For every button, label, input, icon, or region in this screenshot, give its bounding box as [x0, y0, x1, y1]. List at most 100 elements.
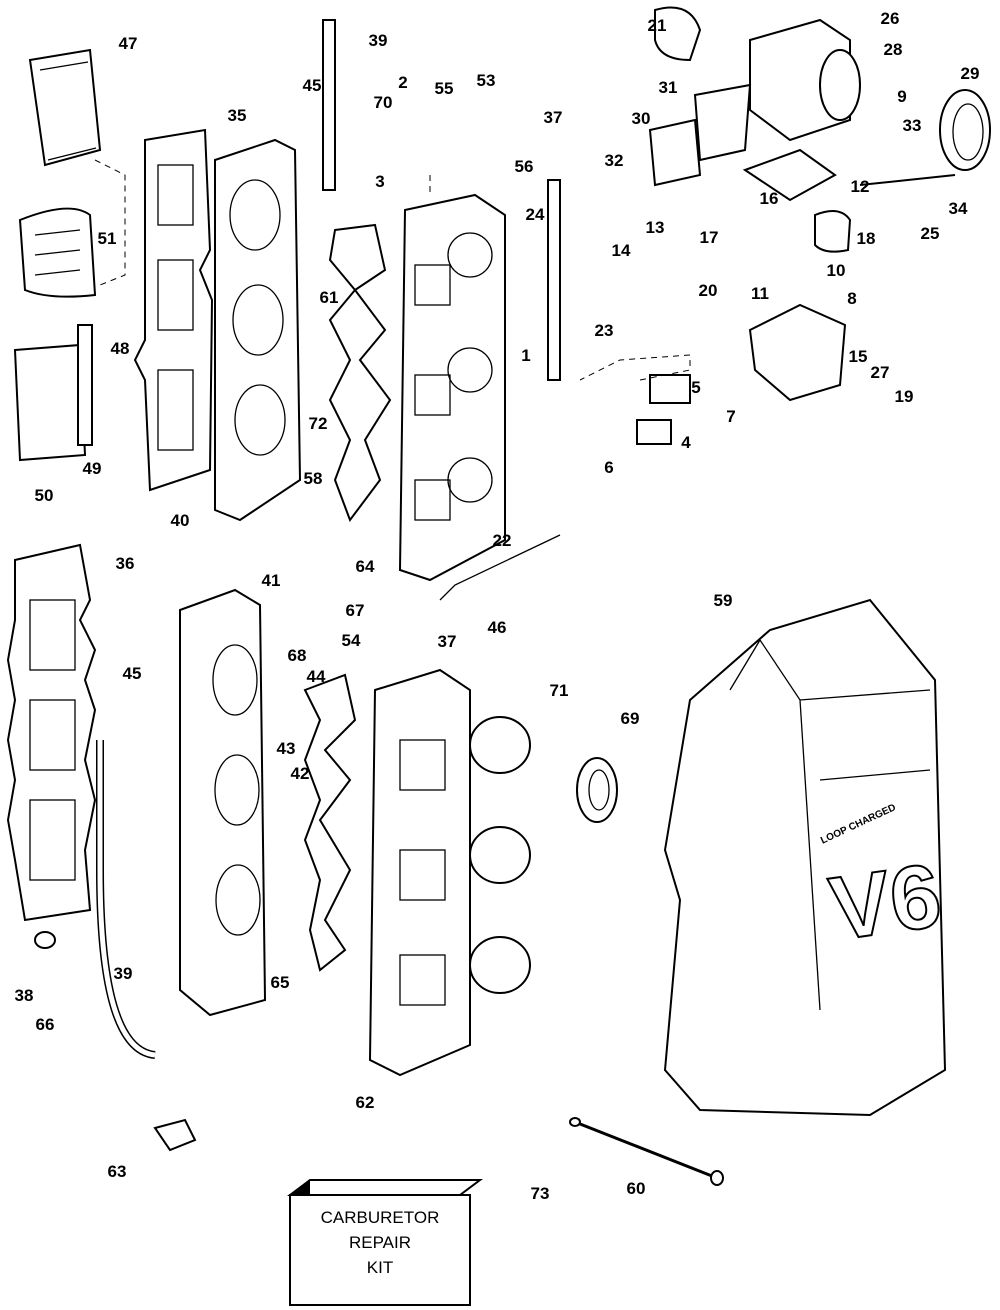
kit-label-line2: REPAIR: [349, 1233, 411, 1252]
callout-3: 3: [375, 172, 384, 191]
callout-62: 62: [356, 1093, 375, 1112]
callout-70: 70: [374, 93, 393, 112]
callout-21: 21: [648, 16, 667, 35]
callout-53: 53: [477, 71, 496, 90]
part-gasket-21: [654, 6, 702, 62]
callout-73: 73: [531, 1184, 550, 1203]
callout-37: 37: [438, 632, 457, 651]
part-float-bowl-8: [748, 303, 847, 402]
callout-15: 15: [849, 347, 868, 366]
callout-4: 4: [681, 433, 691, 452]
part-seal-69: [576, 757, 618, 823]
callout-34: 34: [949, 199, 968, 218]
part-reed-petals: [18, 207, 97, 298]
callout-47: 47: [119, 34, 138, 53]
callout-26: 26: [881, 9, 900, 28]
callout-16: 16: [760, 189, 779, 208]
part-carburetor-body-1: [398, 193, 506, 582]
callout-45: 45: [303, 76, 322, 95]
part-rod-60: [569, 1117, 724, 1186]
kit-label-line1: CARBURETOR: [321, 1208, 440, 1227]
kit-label-line3: KIT: [367, 1258, 393, 1277]
callout-43: 43: [277, 739, 296, 758]
part-4: [636, 419, 672, 445]
callout-27: 27: [871, 363, 890, 382]
part-intake-manifold-40: [214, 138, 302, 522]
callout-23: 23: [595, 321, 614, 340]
part-ring-29: [939, 89, 991, 171]
callout-18: 18: [857, 229, 876, 248]
callout-37: 37: [544, 108, 563, 127]
callout-51: 51: [98, 229, 117, 248]
part-gasket-35: [133, 128, 214, 492]
part-fuel-rail-23: [547, 179, 561, 381]
part-carburetor-assembly: [368, 668, 531, 1077]
part-reed-cover: [28, 48, 102, 167]
callout-19: 19: [895, 387, 914, 406]
part-plate-30: [648, 118, 702, 187]
part-silencer-cover-59: V6 LOOP CHARGED: [663, 598, 948, 1117]
callout-55: 55: [435, 79, 454, 98]
callout-42: 42: [291, 764, 310, 783]
part-intake-manifold-41: [179, 588, 267, 1017]
callout-44: 44: [307, 667, 326, 686]
callout-20: 20: [699, 281, 718, 300]
callout-61: 61: [320, 288, 339, 307]
callout-2: 2: [398, 73, 407, 92]
callout-46: 46: [488, 618, 507, 637]
callout-36: 36: [116, 554, 135, 573]
callout-10: 10: [827, 261, 846, 280]
callout-65: 65: [271, 973, 290, 992]
callout-48: 48: [111, 339, 130, 358]
callout-49: 49: [83, 459, 102, 478]
callout-28: 28: [884, 40, 903, 59]
callout-6: 6: [604, 458, 613, 477]
callout-38: 38: [15, 986, 34, 1005]
part-clamp-38: [34, 931, 56, 949]
part-screw-34: [859, 174, 956, 186]
part-gasket-31: [693, 83, 752, 162]
callout-14: 14: [612, 241, 631, 260]
callout-56: 56: [515, 157, 534, 176]
callout-71: 71: [550, 681, 569, 700]
callout-7: 7: [726, 407, 735, 426]
callout-1: 1: [521, 346, 530, 365]
callout-12: 12: [851, 177, 870, 196]
callout-58: 58: [304, 469, 323, 488]
part-fuel-rail-39: [322, 19, 336, 191]
callout-40: 40: [171, 511, 190, 530]
callout-64: 64: [356, 557, 375, 576]
part-reed-block: [13, 324, 93, 462]
part-5: [649, 374, 691, 404]
callout-22: 22: [493, 531, 512, 550]
callout-67: 67: [346, 601, 365, 620]
callout-41: 41: [262, 571, 281, 590]
callout-24: 24: [526, 205, 545, 224]
carburetor-repair-kit-box: CARBURETOR REPAIR KIT: [287, 1179, 483, 1306]
callout-9: 9: [897, 87, 906, 106]
callout-25: 25: [921, 224, 940, 243]
part-gasket-12: [742, 148, 837, 202]
callout-35: 35: [228, 106, 247, 125]
callout-72: 72: [309, 414, 328, 433]
part-gasket-64: [328, 223, 392, 523]
part-air-intake-28: [749, 18, 861, 142]
callout-66: 66: [36, 1015, 55, 1034]
callout-63: 63: [108, 1162, 127, 1181]
callout-5: 5: [691, 378, 700, 397]
callout-68: 68: [288, 646, 307, 665]
callout-39: 39: [114, 964, 133, 983]
callout-8: 8: [847, 289, 856, 308]
callout-54: 54: [342, 631, 361, 650]
callout-11: 11: [751, 284, 769, 303]
callout-30: 30: [632, 109, 651, 128]
part-hose-66: [96, 740, 156, 1059]
callout-13: 13: [646, 218, 665, 237]
part-clip-63: [153, 1118, 197, 1152]
cover-badge: V6: [824, 846, 947, 960]
part-link-rod-46: [439, 534, 561, 601]
callout-39: 39: [369, 31, 388, 50]
callout-50: 50: [35, 486, 54, 505]
